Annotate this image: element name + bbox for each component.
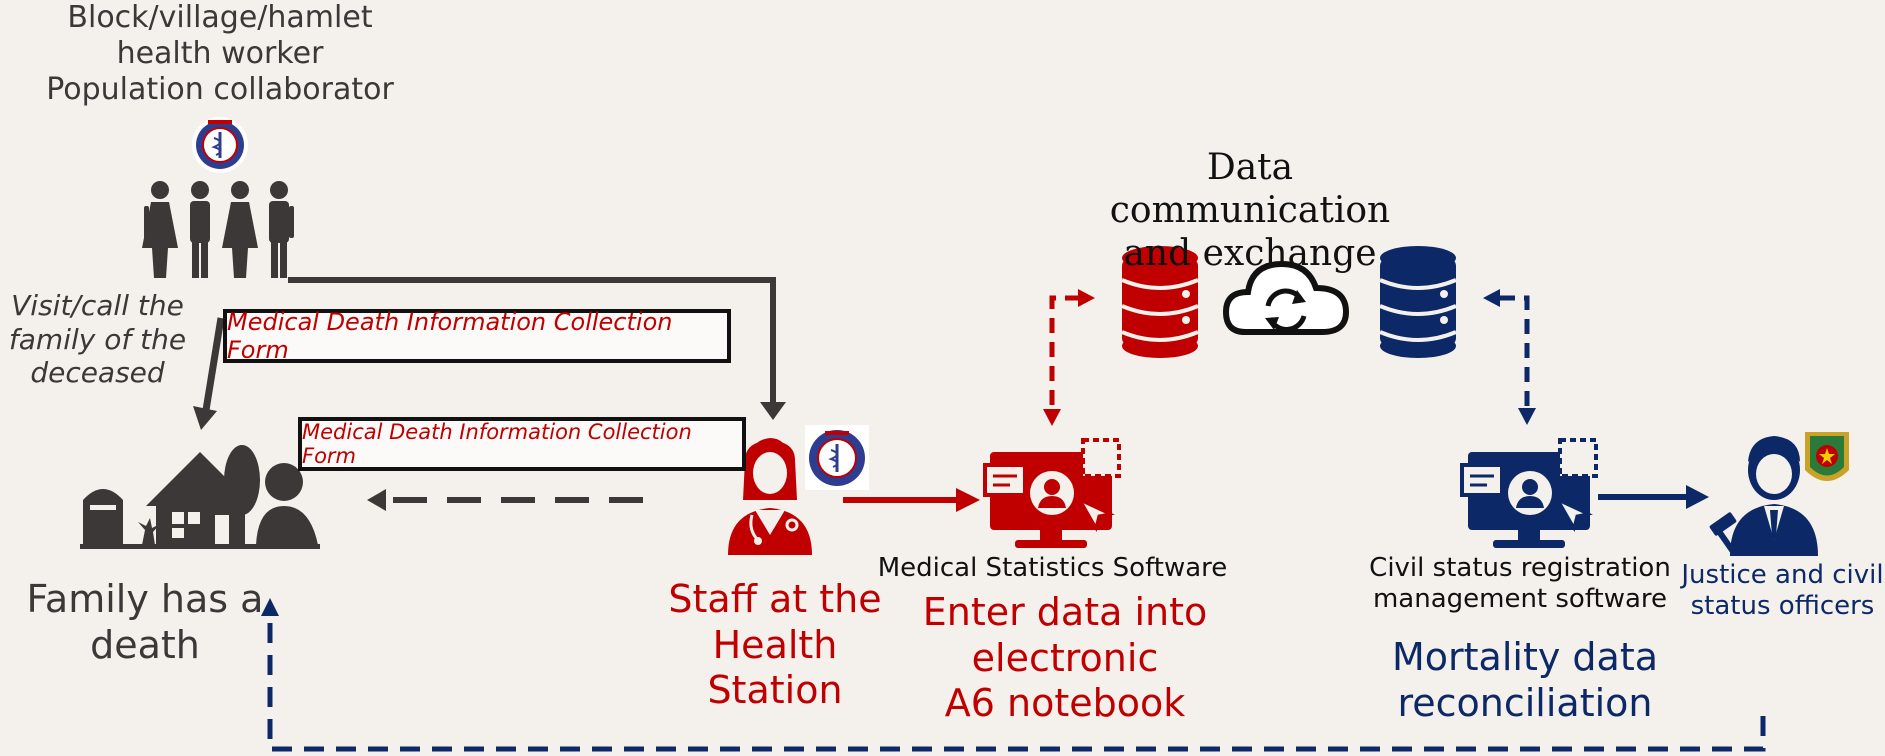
medical-software-label: Medical Statistics Software [877,553,1228,583]
emblem-logo [1805,432,1849,481]
house-grave-family-icon [80,445,320,549]
feedback-loop-arrow [261,598,1766,752]
ministry-of-health-logo [192,117,248,173]
civil-computer-icon [1460,438,1598,548]
navy-database-icon [1379,246,1457,358]
enter-data-label: Enter data into electronic A6 notebook [922,590,1208,726]
staff-to-software-arrow [843,488,980,512]
visit-family-arrow [193,317,225,430]
cloud-sync-icon [1222,260,1350,335]
visit-call-label: Visit/call the family of the deceased [8,289,187,390]
staff-label: Staff at the Health Station [668,577,882,713]
data-communication-label: Data communication and exchange [1109,147,1391,275]
station-to-family-arrow [367,489,643,511]
form-box-top-label: Medical Death Information Collection For… [227,308,673,364]
software-to-officer-arrow [1598,485,1709,509]
form-box-bottom-label: Medical Death Information Collection For… [302,420,692,468]
health-worker-label: Block/village/hamlet health worker Popul… [46,0,394,107]
justice-label: Justice and civil status officers [1681,560,1884,622]
four-people-icon [142,181,294,278]
officer-gavel-icon [1709,436,1818,556]
red-database-icon [1121,246,1199,358]
form-box-bottom: Medical Death Information Collection For… [298,417,746,471]
mortality-label: Mortality data reconciliation [1391,635,1659,725]
navy-database-to-civil-software-arrow [1483,289,1536,425]
worker-to-station-arrow [288,277,786,420]
ministry-of-health-logo [805,425,869,490]
nurse-icon [728,438,812,555]
civil-software-label: Civil status registration management sof… [1369,553,1671,615]
family-label: Family has a death [26,577,264,667]
software-to-red-database-arrow [1043,289,1095,426]
form-box-top: Medical Death Information Collection For… [223,308,731,364]
medical-computer-icon [983,438,1121,548]
